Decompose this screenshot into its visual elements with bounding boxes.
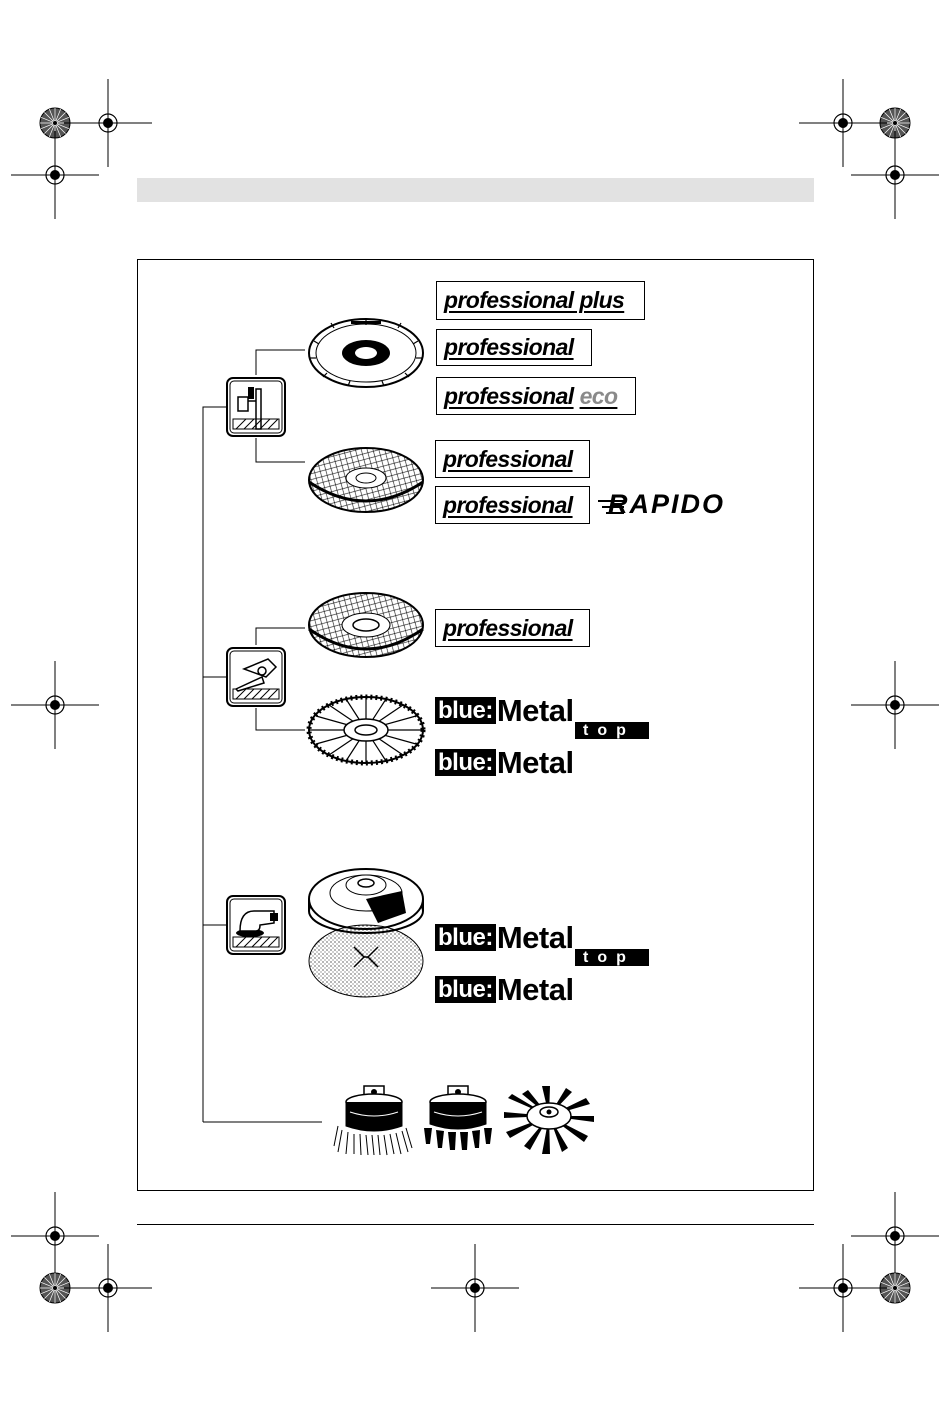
brand-label-professional: professional xyxy=(435,486,590,524)
cutting-disc-icon xyxy=(306,440,426,520)
bluemetal-metal-text: Metal xyxy=(497,749,574,777)
disc-brush-knotted-icon xyxy=(502,1084,596,1156)
bluemetal-top-logo: blue:Metal top xyxy=(435,697,649,739)
eco-suffix: eco xyxy=(580,383,618,410)
brand-text: professional xyxy=(444,383,574,410)
flap-disc-icon xyxy=(306,692,426,772)
brand-label-professional: professional xyxy=(435,609,590,647)
brand-text: professional xyxy=(443,492,573,519)
brand-text: professional xyxy=(444,334,574,361)
bluemetal-logo: blue:Metal xyxy=(435,976,615,1008)
cutting-application-icon xyxy=(226,377,286,437)
rapido-logo: RAPIDO xyxy=(598,489,738,523)
brand-label-professional: professional xyxy=(435,440,590,478)
bluemetal-metal-text: Metal xyxy=(497,924,574,952)
brand-text: professional xyxy=(443,615,573,642)
rapido-text: RAPIDO xyxy=(608,489,725,520)
cup-brush-crimped-icon xyxy=(334,1084,414,1156)
sanding-application-icon xyxy=(226,895,286,955)
grinding-application-icon xyxy=(226,647,286,707)
bluemetal-top-badge: top xyxy=(575,722,649,739)
diamond-cutting-disc-icon xyxy=(306,313,426,393)
bluemetal-blue-text: blue: xyxy=(435,924,496,951)
grinding-disc-icon xyxy=(306,587,426,667)
brand-label-professional: professional xyxy=(436,329,592,366)
bluemetal-metal-text: Metal xyxy=(497,976,574,1004)
bluemetal-logo: blue:Metal xyxy=(435,749,615,781)
brand-text: professional xyxy=(443,446,573,473)
bluemetal-blue-text: blue: xyxy=(435,749,496,776)
bluemetal-blue-text: blue: xyxy=(435,976,496,1003)
bluemetal-metal-text: Metal xyxy=(497,697,574,725)
bluemetal-top-badge: top xyxy=(575,949,649,966)
bluemetal-blue-text: blue: xyxy=(435,697,496,724)
bluemetal-top-logo: blue:Metal top xyxy=(435,924,649,966)
sanding-sheet-icon xyxy=(306,921,426,1001)
brand-text: professional plus xyxy=(444,287,624,314)
cup-brush-knotted-icon xyxy=(418,1084,498,1156)
brand-label-professional-eco: professional eco xyxy=(436,377,636,415)
brand-label-professional-plus: professional plus xyxy=(436,281,645,320)
